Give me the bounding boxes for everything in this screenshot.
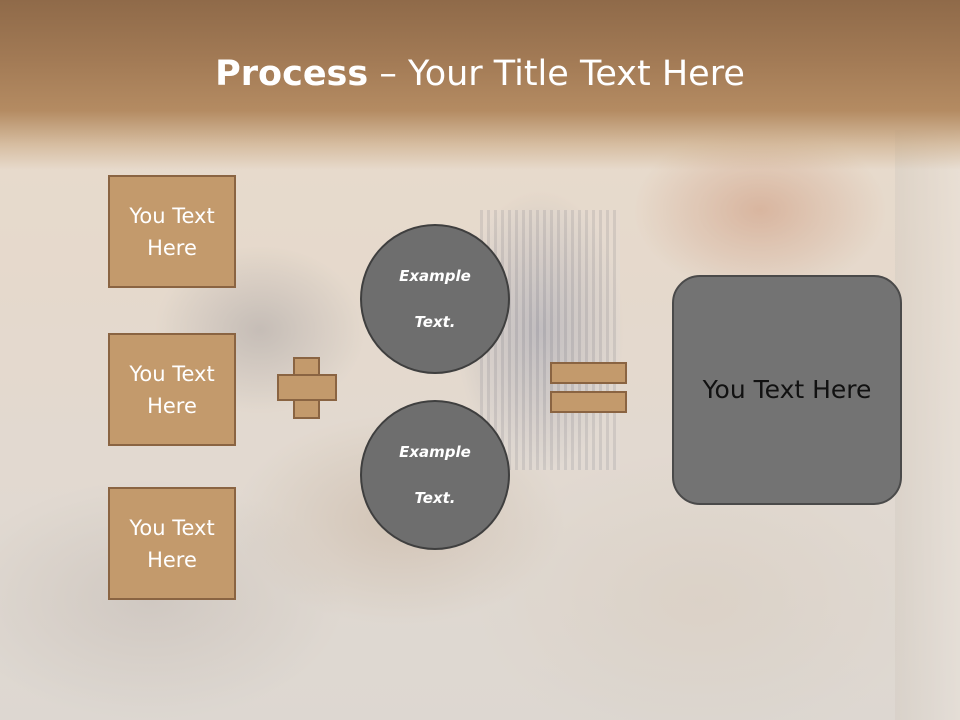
circle-line: Text.	[414, 488, 456, 507]
title-rest: – Your Title Text Here	[368, 54, 745, 94]
input-box-line: You Text	[129, 361, 215, 386]
equals-icon-bottom-bar	[550, 391, 627, 413]
circle-line: Example	[399, 442, 471, 461]
input-box-line: Here	[147, 235, 197, 260]
background-wall-edge	[895, 130, 960, 720]
circle-line: Text.	[414, 312, 456, 331]
plus-icon-center	[295, 376, 318, 399]
input-box-line: Here	[147, 393, 197, 418]
header-band	[0, 0, 960, 170]
equals-icon-top-bar	[550, 362, 627, 384]
title-bold: Process	[215, 54, 369, 94]
result-text: You Text Here	[702, 375, 872, 404]
circle-line: Example	[399, 266, 471, 285]
input-box-line: Here	[147, 547, 197, 572]
input-box-line: You Text	[129, 515, 215, 540]
slide-title[interactable]: Process – Your Title Text Here	[0, 52, 960, 96]
input-box-line: You Text	[129, 203, 215, 228]
result-box[interactable]: You Text Here	[672, 275, 902, 505]
background-texture	[480, 210, 620, 470]
